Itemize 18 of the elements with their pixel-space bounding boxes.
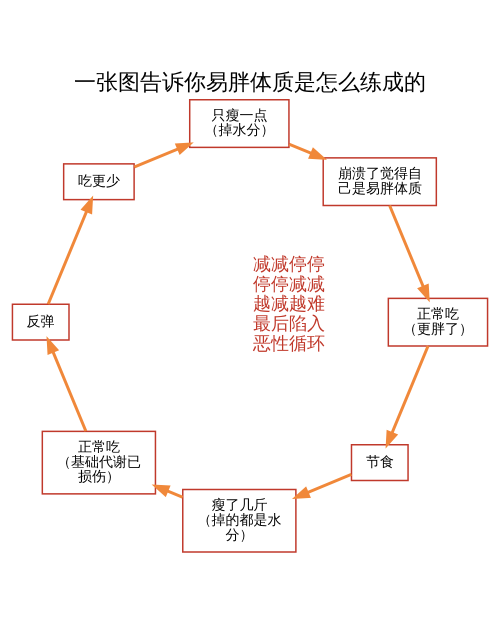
arrow [388,204,430,302]
arrow [288,142,327,160]
arrow [292,473,352,499]
arrow [152,484,184,499]
label: 减减停停停停减减越减越难最后陷入恶性循环 [252,254,325,354]
arrow [46,196,94,305]
node-box: 正常吃 （更胖了） [388,298,488,347]
node-box: 吃更少 [62,163,135,200]
node-box: 反弹 [12,304,70,341]
node-box: 正常吃 （基础代谢已损伤） [42,430,156,495]
node-box: 瘦了几斤 （掉的都是水分） [182,488,297,553]
node-box: 节食 [350,444,409,482]
diagram-title: 一张图告诉你易胖体质是怎么练成的 [74,70,426,96]
arrow [46,336,88,432]
arrow [386,345,430,449]
arrow [134,142,194,168]
node-box: 崩溃了觉得自己是易胖体质 [322,157,438,206]
node-box: 只瘦一点 （掉水分） [188,98,290,148]
